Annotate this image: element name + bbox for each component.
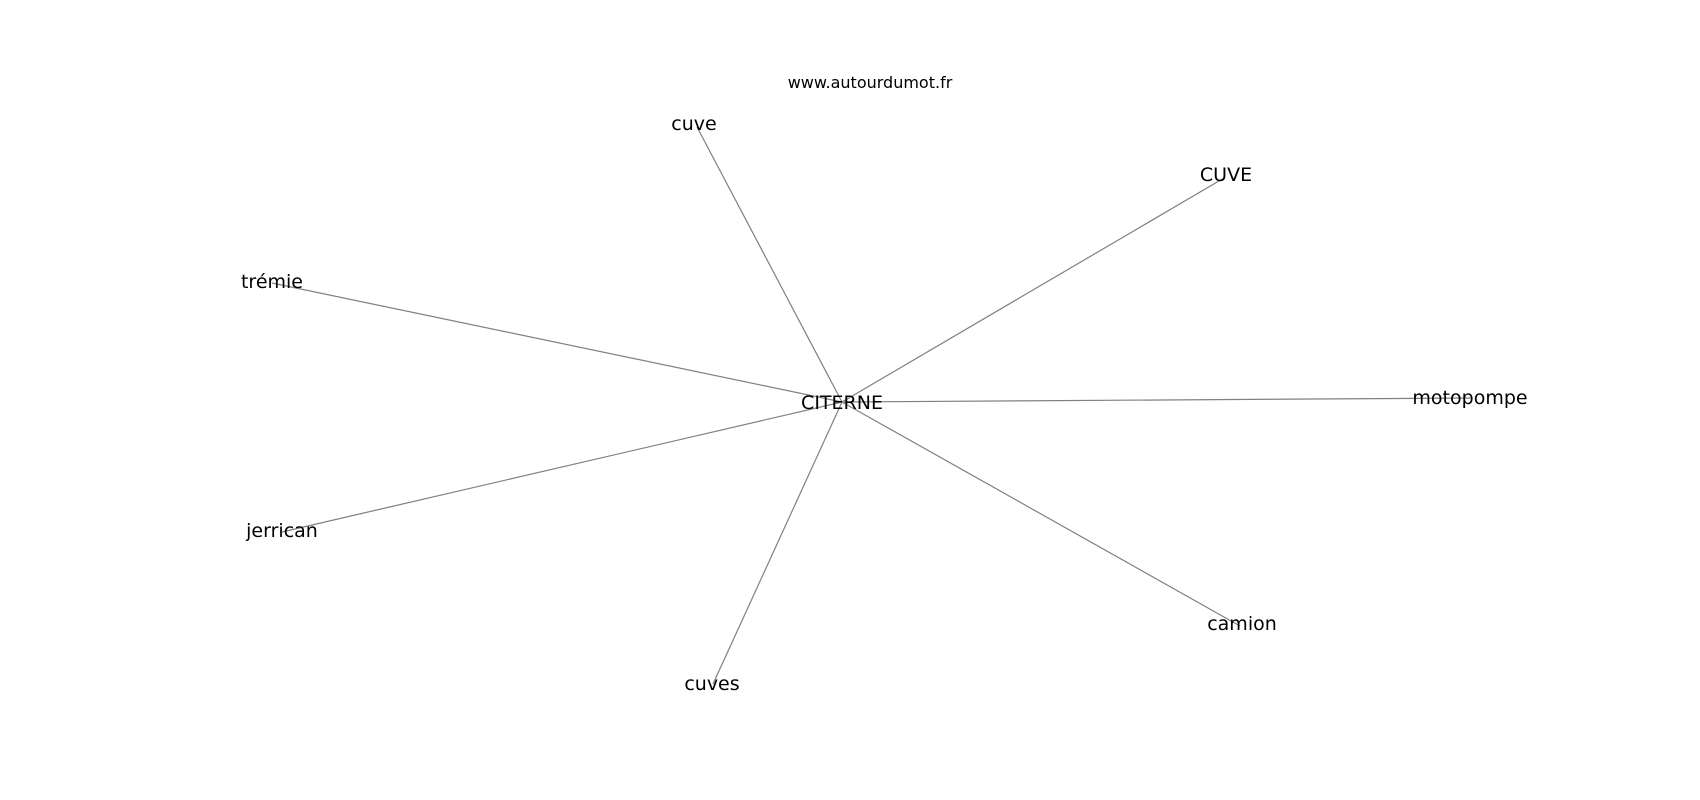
node-cuve-upper: CUVE — [1200, 164, 1252, 186]
site-url: www.autourdumot.fr — [788, 73, 953, 92]
node-cuves: cuves — [684, 673, 739, 695]
edge-camion — [841, 401, 1241, 627]
node-camion: camion — [1207, 613, 1277, 635]
edge-motopompe — [841, 397, 1473, 403]
edge-cuve-upper — [841, 177, 1225, 403]
node-labels: CITERNE cuve CUVE trémie motopompe jerri… — [241, 113, 1528, 695]
node-jerrican: jerrican — [245, 520, 318, 542]
edge-cuves — [712, 401, 843, 685]
node-center: CITERNE — [801, 392, 883, 414]
node-cuve: cuve — [671, 113, 716, 135]
node-tremie: trémie — [241, 271, 303, 293]
edge-tremie — [271, 282, 843, 403]
node-motopompe: motopompe — [1412, 387, 1527, 409]
edge-jerrican — [281, 401, 843, 533]
edges — [271, 126, 1473, 685]
edge-cuve — [696, 126, 843, 403]
